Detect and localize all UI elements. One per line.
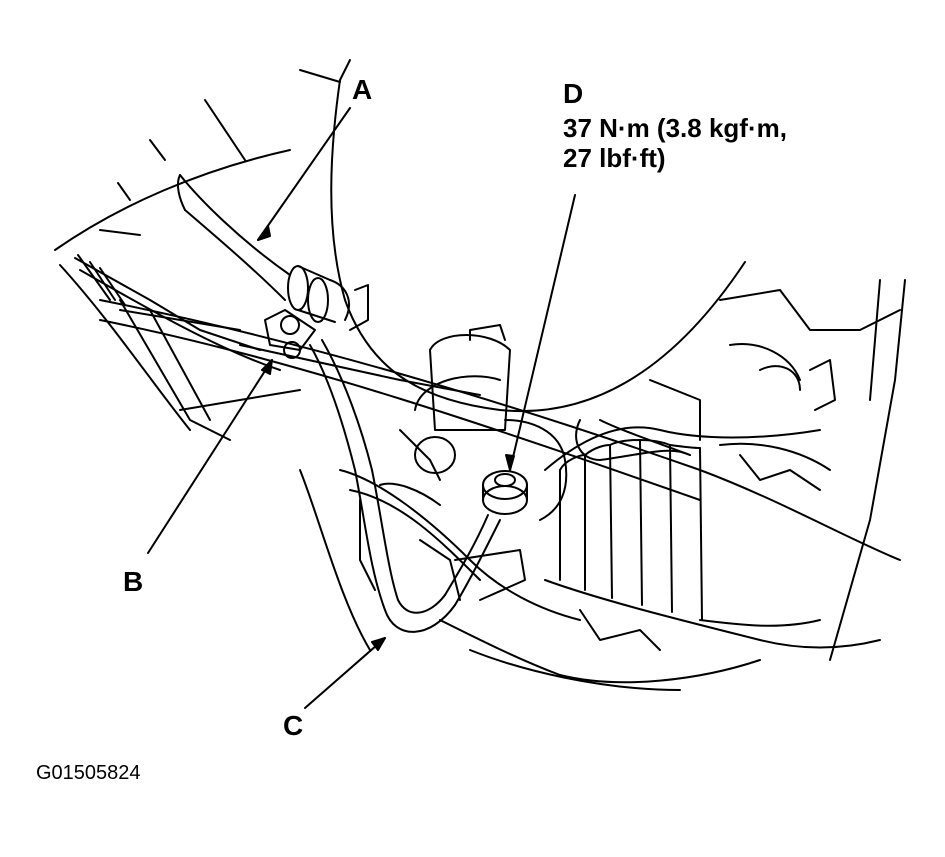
torque-spec: 37 N·m (3.8 kgf·m, 27 lbf·ft) — [563, 113, 787, 173]
callout-label-a: A — [352, 74, 373, 105]
leader-lines — [148, 108, 575, 708]
callout-label-c: C — [283, 710, 304, 741]
callout-label-b: B — [123, 566, 144, 597]
banjo-fitting-d — [483, 471, 527, 514]
lower-hose-c — [310, 340, 500, 632]
lower-frame — [300, 470, 760, 690]
torque-spec-line-1: 37 N·m (3.8 kgf·m, — [563, 113, 787, 143]
callout-label-d: D — [563, 78, 584, 109]
figure-id: G01505824 — [36, 762, 141, 784]
torque-spec-line-2: 27 lbf·ft) — [563, 143, 666, 173]
upper-hose-a — [178, 175, 368, 330]
right-bracketry — [576, 280, 905, 660]
pump-assembly — [400, 325, 566, 520]
corrugated-boot — [545, 427, 880, 647]
reservoir-body — [300, 60, 745, 411]
clamp-b — [265, 310, 315, 358]
body-outline-left — [55, 100, 300, 440]
crossing-pipes — [100, 300, 900, 620]
